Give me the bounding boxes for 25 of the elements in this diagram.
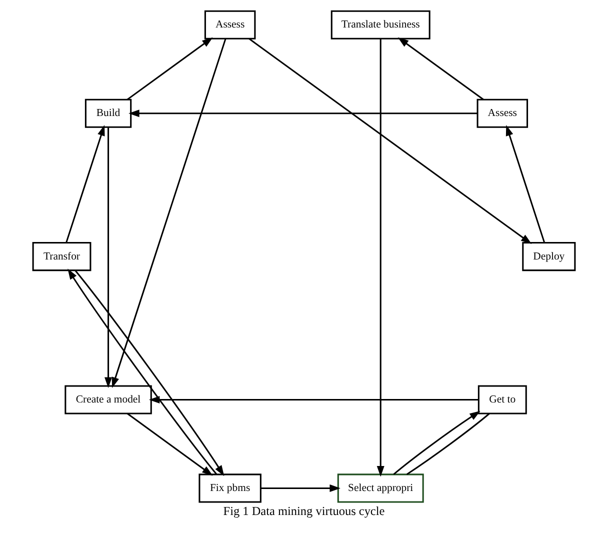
arrow — [505, 125, 545, 243]
arrow — [397, 37, 484, 100]
arrow — [104, 127, 112, 388]
node-box: Get to — [477, 385, 526, 414]
node-box: Build — [84, 98, 132, 128]
arrow — [126, 37, 212, 100]
node-box: Fix pbms — [198, 474, 261, 503]
arrow — [260, 484, 340, 492]
node-box: Transfor — [32, 242, 91, 272]
connector — [406, 413, 490, 475]
arrow — [65, 125, 104, 243]
node-box: Create a model — [64, 385, 152, 414]
node-box: Translate business — [330, 10, 430, 40]
node-box: Deploy — [522, 242, 576, 272]
arrow — [392, 410, 480, 475]
arrow — [128, 110, 477, 118]
node-box: Assess — [204, 10, 256, 40]
arrow — [248, 38, 532, 244]
caption: Fig 1 Data mining virtuous cycle — [222, 504, 384, 518]
arrow — [376, 38, 384, 477]
arrow — [148, 396, 478, 404]
node-box: Assess — [476, 98, 528, 128]
node-box: Select appropri — [336, 474, 424, 503]
arrow — [111, 38, 226, 388]
arrow — [126, 412, 212, 476]
